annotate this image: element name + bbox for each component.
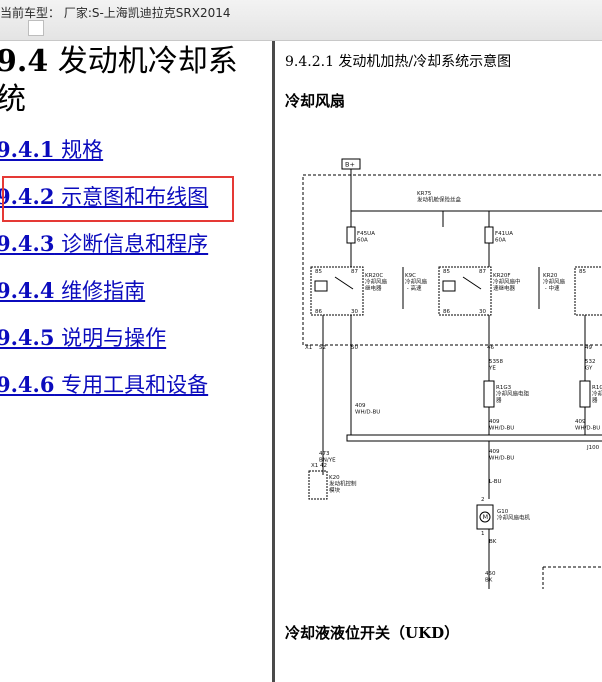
pin-85b: 85: [443, 269, 450, 275]
relay-kr20c: [310, 266, 364, 316]
toc-item-tools[interactable]: 9.4.6 专用工具和设备: [0, 372, 208, 398]
toc-item-specifications[interactable]: 9.4.1 规格: [0, 137, 103, 163]
fuse-f45ua: [346, 226, 356, 244]
toc-item-schematics[interactable]: 9.4.2 示意图和布线图: [0, 184, 208, 210]
pin-85a: 85: [315, 269, 322, 275]
relay-kr20f: [438, 266, 492, 316]
toc-link[interactable]: 9.4.5 说明与操作: [0, 325, 167, 350]
b-plus-label: B+: [345, 161, 355, 169]
title-bar: 当前车型： 厂家:S-上海凯迪拉克SRX2014: [0, 0, 602, 41]
svg-text:M: M: [483, 513, 489, 521]
pin-87a: 87: [351, 269, 358, 275]
fuse-box-outline: [302, 174, 602, 346]
section-title: 9.4 发动机冷却系统: [0, 43, 266, 119]
resistor2-label: R1G5冷却风扇电阻器: [592, 385, 602, 404]
pin-85c: 85: [579, 269, 586, 275]
wire-lbu: L-BU: [489, 479, 502, 485]
resistor-r1g3: [483, 380, 495, 408]
toolbar-button[interactable]: [28, 20, 44, 36]
fan-heading: 冷却风扇: [285, 92, 346, 110]
pin-30a: 30: [351, 309, 358, 315]
toc-link[interactable]: 9.4.1 规格: [0, 137, 104, 162]
j100-label: J100: [586, 445, 600, 451]
vehicle-info: 当前车型： 厂家:S-上海凯迪拉克SRX2014: [0, 6, 231, 20]
pin-49: 49: [585, 345, 592, 351]
fuse-f41ua: [484, 226, 494, 244]
toc-item-repair[interactable]: 9.4.4 维修指南: [0, 278, 145, 304]
pin-2: 2: [481, 497, 485, 503]
toc-link[interactable]: 9.4.3 诊断信息和程序: [0, 231, 209, 256]
toc-item-description[interactable]: 9.4.5 说明与操作: [0, 325, 166, 351]
pin-1: 1: [481, 531, 485, 537]
wire-bk: BK: [489, 539, 497, 545]
selection-highlight: [2, 176, 234, 222]
pin-86a: 86: [315, 309, 322, 315]
resistor-r1g5: [579, 380, 591, 408]
module-k20: [308, 470, 328, 500]
pin-46: 46: [487, 345, 494, 351]
toc-link[interactable]: 9.4.4 维修指南: [0, 278, 146, 303]
toc-pane: 9.4 发动机冷却系统 9.4.1 规格 9.4.2 示意图和布线图 9.4.3…: [0, 41, 272, 682]
pane-divider[interactable]: [272, 41, 275, 682]
pin-87b: 87: [479, 269, 486, 275]
splice-j100: [346, 434, 602, 442]
motor-g10: [476, 504, 494, 530]
pin-x1-42: X1 42: [311, 463, 327, 469]
content-subtitle: 9.4.2.1 发动机加热/冷却系统示意图: [285, 54, 512, 70]
pin-30b: 30: [479, 309, 486, 315]
toc-link[interactable]: 9.4.2 示意图和布线图: [0, 184, 209, 209]
section-title-text: 发动机冷却系统: [0, 44, 238, 117]
toc-item-diagnostics[interactable]: 9.4.3 诊断信息和程序: [0, 231, 208, 257]
toc-link[interactable]: 9.4.6 专用工具和设备: [0, 372, 209, 397]
connector-x1-a: X1: [305, 345, 312, 351]
section-number: 9.4: [0, 44, 49, 79]
pin-86b: 86: [443, 309, 450, 315]
ukd-heading: 冷却液液位开关（UKD）: [285, 624, 460, 642]
pin-50: 50: [351, 345, 358, 351]
